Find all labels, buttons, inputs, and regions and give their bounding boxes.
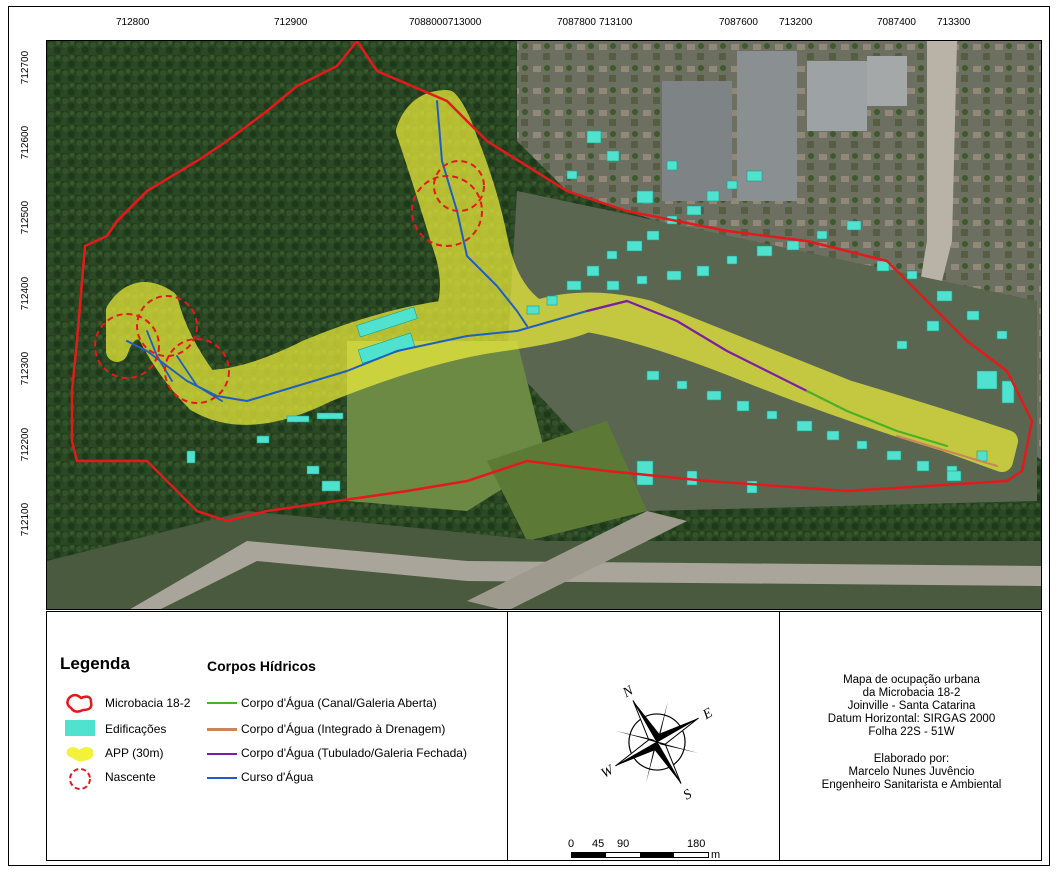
- scale-unit: m: [711, 849, 721, 861]
- spring-1: [94, 313, 160, 379]
- info-line-2: da Microbacia 18-2: [862, 687, 961, 699]
- compass-s: S: [681, 787, 695, 803]
- stream-main: [126, 300, 628, 402]
- author-line-1: Elaborado por:: [873, 753, 950, 765]
- coord-top-2: 712900: [274, 17, 308, 28]
- legend-stream-label: Curso d'Água: [241, 770, 314, 784]
- legend-integrated-label: Corpo d'Água (Integrado à Drenagem): [241, 722, 446, 736]
- stream-west-2: [176, 355, 223, 402]
- spring-2: [136, 295, 198, 357]
- legend-app-label: APP (30m): [105, 746, 164, 760]
- spring-3: [164, 338, 230, 404]
- map-panel[interactable]: [46, 40, 1042, 610]
- industrial-roof-3: [807, 61, 867, 131]
- info-line-1: Mapa de ocupação urbana: [843, 674, 980, 686]
- legend-microbacia-label: Microbacia 18-2: [105, 696, 191, 710]
- coord-top-4: 7087800: [557, 17, 596, 28]
- coord-top-6: 7087600: [719, 17, 758, 28]
- spring-icon: [69, 768, 91, 790]
- building-icon: [65, 720, 95, 736]
- coord-left-1: 712700: [20, 50, 32, 85]
- compass-w: W: [599, 762, 618, 781]
- stream-integrated: [895, 434, 999, 468]
- canal-open-symbol: [207, 702, 237, 704]
- stream-canal-open: [805, 389, 949, 448]
- industrial-roof-1: [737, 51, 797, 201]
- coord-left-6: 712200: [20, 427, 32, 462]
- legend-nascente-label: Nascente: [105, 770, 156, 784]
- coord-left-2: 712600: [20, 125, 32, 160]
- author-line-3: Engenheiro Sanitarista e Ambiental: [821, 779, 1002, 791]
- scale-label-180: 180: [687, 838, 706, 850]
- legend-canal-open-label: Corpo d'Água (Canal/Galeria Aberta): [241, 696, 437, 710]
- coord-top-8: 7087400: [877, 17, 916, 28]
- app-icon: [66, 747, 94, 762]
- legend-title: Legenda: [60, 654, 130, 673]
- panel-divider-1: [507, 612, 508, 860]
- water-network: [126, 100, 999, 468]
- microbacia-boundary: [70, 41, 1034, 523]
- industrial-roof-4: [867, 56, 907, 106]
- legend-panel: Legenda Microbacia 18-2 Edificações APP …: [46, 611, 1042, 861]
- scale-label-45: 45: [592, 838, 605, 850]
- compass-rose-icon: N E S W: [599, 683, 716, 803]
- tubed-symbol: [207, 753, 237, 755]
- highway: [130, 541, 1041, 609]
- highway-verge: [47, 511, 1041, 609]
- legend-tubed-label: Corpo d'Água (Tubulado/Galeria Fechada): [241, 746, 467, 760]
- info-line-3: Joinville - Santa Catarina: [847, 700, 976, 712]
- coord-top-9: 713300: [937, 17, 971, 28]
- info-line-5: Folha 22S - 51W: [868, 726, 955, 738]
- panel-divider-2: [779, 612, 780, 860]
- scale-label-0: 0: [568, 838, 575, 850]
- microbacia-icon: [66, 693, 93, 713]
- coord-left-5: 712300: [20, 351, 32, 386]
- spring-5: [433, 160, 485, 212]
- stream-symbol: [207, 777, 237, 779]
- compass-n: N: [620, 683, 637, 701]
- coord-left-3: 712500: [20, 200, 32, 235]
- stream-north: [436, 100, 528, 327]
- scale-label-90: 90: [617, 838, 630, 850]
- industrial-roof-2: [662, 81, 732, 201]
- spring-4: [411, 175, 483, 247]
- author-line-2: Marcelo Nunes Juvêncio: [848, 766, 975, 778]
- coord-left-4: 712400: [20, 276, 32, 311]
- integrated-symbol: [207, 728, 237, 731]
- ramp: [467, 511, 687, 609]
- coord-top-5: 713100: [599, 17, 633, 28]
- road-east: [917, 41, 957, 301]
- satellite-map: [47, 41, 1041, 609]
- buildings: [186, 130, 1015, 494]
- springs: [94, 160, 485, 404]
- scale-bar: [571, 852, 709, 858]
- map-info: Mapa de ocupação urbana da Microbacia 18…: [780, 674, 1043, 792]
- coord-top-7: 713200: [779, 17, 813, 28]
- stream-tubed: [585, 299, 809, 393]
- map-frame: 712800 712900 7088000713000 7087800 7131…: [8, 6, 1050, 866]
- compass-e: E: [700, 705, 716, 723]
- coord-top-1: 712800: [116, 17, 150, 28]
- coord-top-3: 7088000713000: [409, 17, 482, 28]
- legend-edificacoes-label: Edificações: [105, 722, 167, 736]
- pasture-2: [487, 421, 647, 541]
- info-line-4: Datum Horizontal: SIRGAS 2000: [827, 713, 996, 725]
- water-legend-title: Corpos Hídricos: [207, 658, 316, 674]
- coord-left-7: 712100: [20, 502, 32, 537]
